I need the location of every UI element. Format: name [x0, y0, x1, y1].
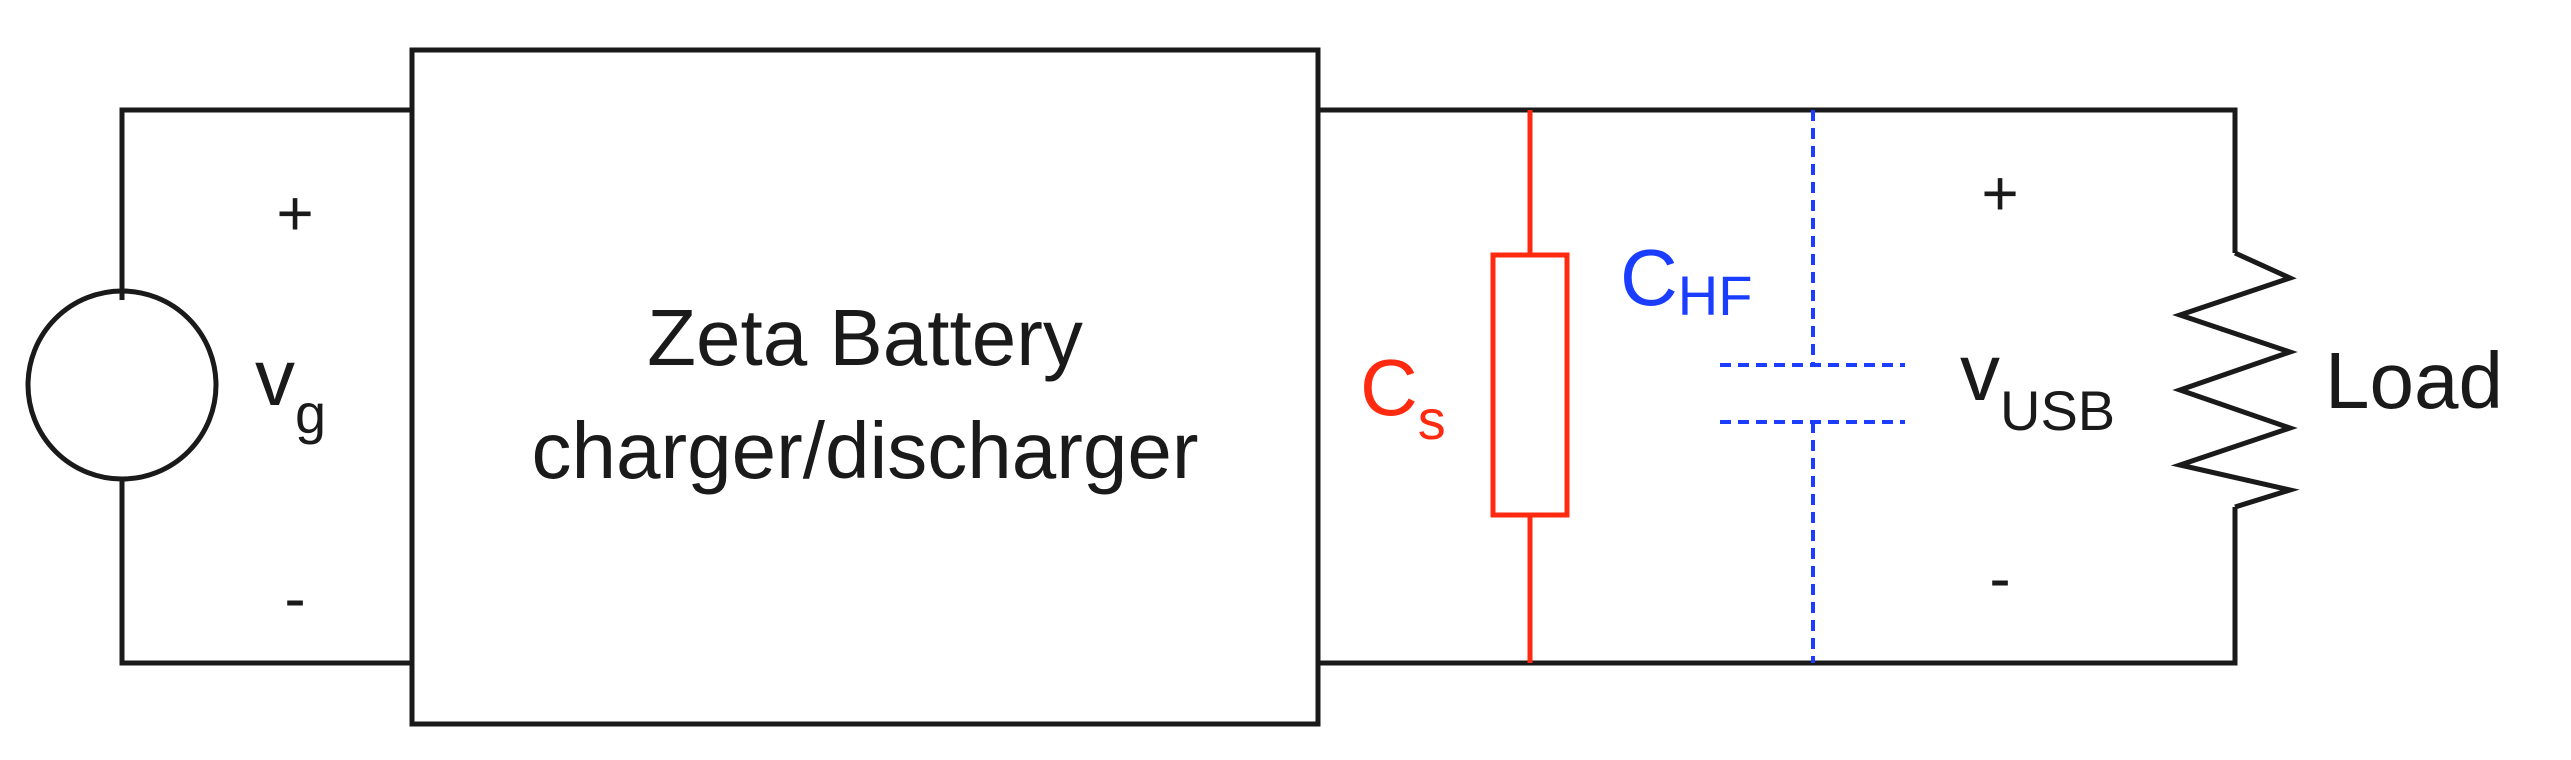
load-resistor-symbol: [2170, 250, 2300, 510]
source-voltage-sub: g: [295, 382, 326, 445]
input-wiring: [119, 107, 410, 666]
output-plus-sign: +: [1981, 157, 2018, 229]
output-voltage-sub: USB: [2000, 379, 2115, 442]
source-minus-sign: -: [284, 562, 305, 634]
block-title-line1: Zeta Battery: [647, 293, 1083, 382]
chf-label-sub: HF: [1678, 264, 1753, 327]
cs-label-sub: s: [1418, 388, 1446, 451]
zeta-converter-block: [409, 47, 1321, 727]
chf-capacitor: [1720, 110, 1905, 663]
voltage-source-symbol: [25, 288, 219, 482]
output-wiring: [1320, 107, 2238, 666]
load-label: Load: [2325, 336, 2503, 425]
source-voltage-main: v: [255, 333, 295, 422]
block-title-line2: charger/discharger: [532, 406, 1199, 495]
output-minus-sign: -: [1989, 542, 2010, 614]
source-voltage-label: vg: [255, 333, 326, 445]
cs-label: Cs: [1360, 343, 1446, 451]
output-voltage-label: vUSB: [1960, 328, 2115, 442]
cs-label-main: C: [1360, 343, 1418, 432]
cs-storage-capacitor: [1490, 110, 1570, 663]
chf-label: CHF: [1620, 233, 1752, 327]
output-voltage-main: v: [1960, 328, 2000, 417]
chf-label-main: C: [1620, 233, 1678, 322]
source-plus-sign: +: [276, 177, 313, 249]
